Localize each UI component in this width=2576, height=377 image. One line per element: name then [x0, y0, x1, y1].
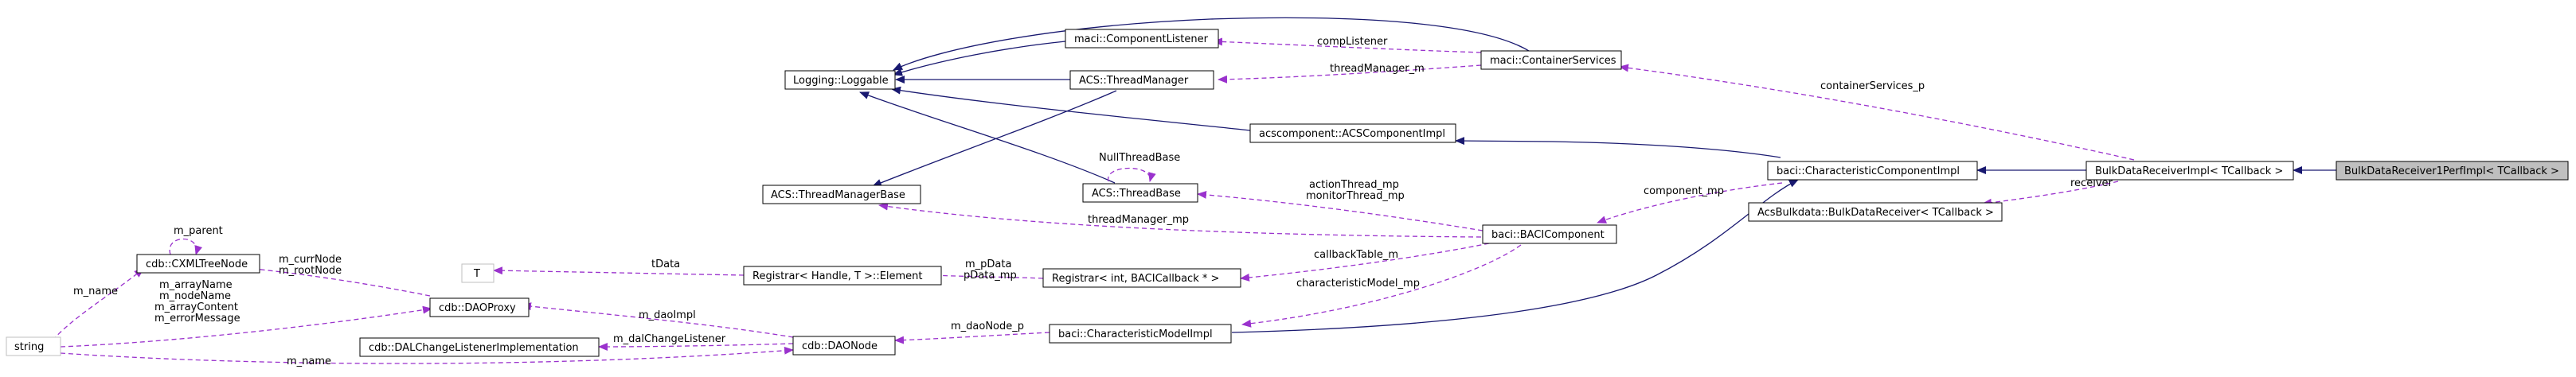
node-characteristiccomponentimpl[interactable]: baci::CharacteristicComponentImpl — [1767, 161, 1978, 181]
node-registrar-element[interactable]: Registrar< Handle, T >::Element — [743, 266, 942, 286]
label-containerServices_p: containerServices_p — [1820, 80, 1925, 92]
svg-text:ACS::ThreadManagerBase: ACS::ThreadManagerBase — [771, 189, 905, 201]
node-bulkdatareceiverimpl[interactable]: BulkDataReceiverImpl< TCallback > — [2085, 161, 2294, 181]
label-m_parent: m_parent — [174, 225, 223, 237]
label-pData_mp: pData_mp — [964, 270, 1017, 282]
edge-string-to-daonode — [60, 346, 794, 364]
label-m_errorMessage: m_errorMessage — [154, 313, 240, 325]
svg-text:cdb::DAOProxy: cdb::DAOProxy — [439, 302, 516, 314]
edge-threadbase-to-loggable — [859, 91, 1116, 184]
edge-dalchange-to-daonode — [598, 342, 794, 351]
svg-text:Registrar< int, BACICallback *: Registrar< int, BACICallback * > — [1052, 273, 1219, 285]
svg-text:baci::CharacteristicModelImpl: baci::CharacteristicModelImpl — [1058, 328, 1213, 340]
label-callbackTable_m: callbackTable_m — [1314, 249, 1398, 261]
node-bulkdatareceiver1perfimpl[interactable]: BulkDataReceiver1PerfImpl< TCallback > — [2336, 161, 2569, 181]
node-acscomponentimpl[interactable]: acscomponent::ACSComponentImpl — [1249, 123, 1456, 143]
label-receiver: receiver — [2070, 177, 2113, 189]
node-threadbase[interactable]: ACS::ThreadBase — [1082, 183, 1198, 203]
node-threadmanagerbase[interactable]: ACS::ThreadManagerBase — [762, 185, 921, 204]
svg-text:baci::BACIComponent: baci::BACIComponent — [1491, 229, 1605, 241]
nodes: BulkDataReceiver1PerfImpl< TCallback > B… — [6, 29, 2569, 357]
svg-text:ACS::ThreadBase: ACS::ThreadBase — [1092, 188, 1181, 200]
svg-text:Logging::Loggable: Logging::Loggable — [793, 75, 889, 87]
edge-threadmgr-to-threadmgrbase — [872, 90, 1117, 187]
label-threadManager_m: threadManager_m — [1330, 63, 1425, 75]
edge-bacicomp-to-ccimpl — [1597, 182, 1783, 223]
label-m_nodeName: m_nodeName — [159, 290, 231, 302]
svg-text:cdb::CXMLTreeNode: cdb::CXMLTreeNode — [146, 258, 248, 270]
label-m_name-xml: m_name — [73, 286, 118, 297]
edge-xmltree-to-daoproxy — [238, 264, 431, 297]
edge-daoproxy-to-daonode — [522, 302, 794, 338]
edge-string-to-daoproxy — [60, 305, 432, 348]
edge-ccimpl-to-acscomp — [1455, 137, 1781, 158]
svg-text:BulkDataReceiverImpl< TCallbac: BulkDataReceiverImpl< TCallback > — [2095, 165, 2283, 177]
edge-threadbase-self — [1108, 167, 1156, 182]
edge-threadbase-to-bacicomp — [1197, 190, 1483, 231]
svg-text:acscomponent::ACSComponentImpl: acscomponent::ACSComponentImpl — [1259, 128, 1445, 140]
node-T[interactable]: T — [461, 263, 494, 283]
svg-text:ACS::ThreadManager: ACS::ThreadManager — [1079, 75, 1189, 87]
node-componentlistener[interactable]: maci::ComponentListener — [1065, 29, 1219, 49]
svg-text:AcsBulkdata::BulkDataReceiver<: AcsBulkdata::BulkDataReceiver< TCallback… — [1757, 207, 1994, 219]
svg-text:cdb::DALChangeListenerImplemen: cdb::DALChangeListenerImplementation — [369, 342, 579, 354]
svg-text:maci::ContainerServices: maci::ContainerServices — [1490, 55, 1616, 67]
label-m_pData: m_pData — [965, 258, 1011, 270]
edge-contsvc-to-bdrimpl — [1619, 64, 2135, 161]
edge-T-to-regelem — [493, 266, 745, 276]
edge-acscomp-to-loggable — [891, 86, 1251, 131]
svg-text:string: string — [14, 341, 44, 353]
node-threadmanager[interactable]: ACS::ThreadManager — [1069, 70, 1214, 90]
label-characteristicModel_mp: characteristicModel_mp — [1296, 278, 1420, 290]
edge-regbaci-to-bacicomp — [1240, 243, 1490, 282]
svg-text:BulkDataReceiver1PerfImpl< TCa: BulkDataReceiver1PerfImpl< TCallback > — [2344, 165, 2559, 177]
label-m_daoImpl: m_daoImpl — [639, 309, 696, 321]
label-NullThreadBase: NullThreadBase — [1099, 152, 1180, 164]
label-m_arrayName: m_arrayName — [159, 279, 233, 291]
node-bacicomponent[interactable]: baci::BACIComponent — [1482, 224, 1617, 244]
edge-string-to-xmltree — [52, 268, 144, 341]
edge-charmodel-to-bacicomp — [1241, 244, 1522, 328]
node-string[interactable]: string — [6, 336, 61, 356]
label-monitorThread_mp: monitorThread_mp — [1306, 190, 1405, 202]
usage-edges — [52, 37, 2135, 364]
svg-text:Registrar< Handle, T >::Elemen: Registrar< Handle, T >::Element — [752, 270, 923, 282]
node-containerservices[interactable]: maci::ContainerServices — [1480, 50, 1622, 70]
svg-text:maci::ComponentListener: maci::ComponentListener — [1074, 33, 1209, 45]
label-m_name-dao: m_name — [287, 356, 331, 367]
edge-acsbd-to-bdrimpl — [1982, 181, 2119, 207]
label-tData: tData — [651, 258, 680, 270]
edge-contsvc-to-loggable — [893, 17, 1530, 71]
node-daonode[interactable]: cdb::DAONode — [792, 336, 896, 356]
label-m_arrayContent: m_arrayContent — [154, 301, 238, 313]
node-acsbulkdata-bulkdatareceiver[interactable]: AcsBulkdata::BulkDataReceiver< TCallback… — [1748, 202, 2003, 222]
node-daoproxy[interactable]: cdb::DAOProxy — [429, 297, 530, 317]
label-component_mp: component_mp — [1644, 185, 1724, 197]
node-cxmltreenode[interactable]: cdb::CXMLTreeNode — [136, 254, 260, 274]
label-m_currNode: m_currNode — [279, 254, 342, 266]
label-compListener: compListener — [1317, 36, 1388, 48]
svg-text:baci::CharacteristicComponentI: baci::CharacteristicComponentImpl — [1777, 165, 1960, 177]
edge-labels: containerServices_p receiver compListene… — [73, 36, 2113, 367]
node-characteristicmodelimpl[interactable]: baci::CharacteristicModelImpl — [1049, 324, 1232, 344]
edge-complist-to-loggable — [893, 41, 1066, 76]
edge-xmltree-self — [169, 239, 202, 255]
edge-regelem-to-regbaci — [931, 271, 1044, 280]
edge-threadmgr-to-contsvc — [1218, 64, 1482, 84]
label-m_rootNode: m_rootNode — [279, 265, 342, 277]
node-registrar-baci[interactable]: Registrar< int, BACICallback * > — [1042, 268, 1241, 288]
node-loggable[interactable]: Logging::Loggable — [784, 70, 896, 90]
svg-text:cdb::DAONode: cdb::DAONode — [802, 340, 878, 352]
label-m_daoNode_p: m_daoNode_p — [951, 321, 1024, 332]
node-dalchangelistenerimpl[interactable]: cdb::DALChangeListenerImplementation — [359, 337, 600, 357]
label-actionThread_mp: actionThread_mp — [1309, 179, 1399, 191]
edge-daonode-to-charmodel — [894, 332, 1050, 344]
label-m_dalChangeListener: m_dalChangeListener — [613, 333, 726, 345]
label-threadManager_mp: threadManager_mp — [1088, 214, 1189, 226]
svg-text:T: T — [473, 268, 480, 280]
